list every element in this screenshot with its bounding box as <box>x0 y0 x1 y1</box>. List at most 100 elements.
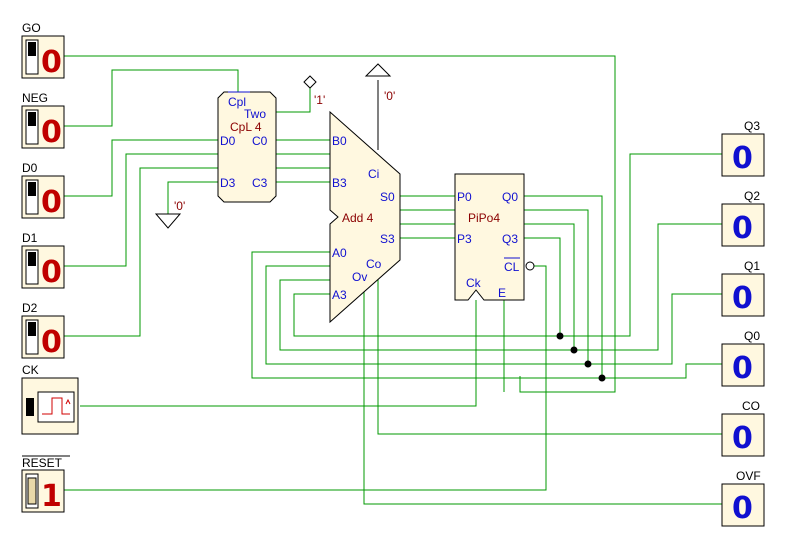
wire-q1 <box>524 209 722 365</box>
switch-neg-label: NEG <box>22 91 48 105</box>
reg-q0-pin: Q0 <box>502 190 518 204</box>
switch-neg-knob[interactable] <box>28 112 36 126</box>
complementer-body[interactable] <box>217 91 277 203</box>
switch-d2-value: 0 <box>41 325 62 360</box>
switch-go[interactable]: GO 0 <box>21 21 65 80</box>
adder-b0-pin: B0 <box>332 134 347 148</box>
adder-b3-pin: B3 <box>332 176 347 190</box>
switch-d1-knob[interactable] <box>28 252 36 266</box>
switch-go-value: 0 <box>41 45 62 80</box>
cpl-d0-pin: D0 <box>220 134 236 148</box>
switch-d1[interactable]: D1 0 <box>21 231 65 290</box>
wire-fb-a3 <box>293 293 560 337</box>
switch-neg-value: 0 <box>41 115 62 150</box>
clock-wave-icon <box>42 397 70 415</box>
wire-ck <box>80 300 477 407</box>
adder-name: Add 4 <box>342 211 374 225</box>
clock-label: CK <box>22 363 39 377</box>
reg-p3-pin: P3 <box>457 232 472 246</box>
cpl-c0-pin: C0 <box>252 134 268 148</box>
display-co-label: CO <box>742 399 760 413</box>
wire-co <box>377 266 722 435</box>
switch-d0-knob[interactable] <box>28 182 36 196</box>
wire-fb-a2 <box>279 279 574 351</box>
constant-one-icon[interactable] <box>303 75 317 89</box>
constant-one[interactable]: '1' <box>303 75 325 107</box>
constant-one-label: '1' <box>314 93 325 107</box>
wire-neg <box>64 69 239 127</box>
wire-d1 <box>64 153 218 267</box>
display-q0: Q0 0 <box>721 329 765 387</box>
switch-reset-knob[interactable] <box>27 477 37 505</box>
display-q2: Q2 0 <box>721 189 765 247</box>
adder-block[interactable]: B0 B3 Ci S0 Add 4 S3 A0 Co Ov A3 <box>329 110 401 324</box>
switch-d0-value: 0 <box>41 185 62 220</box>
adder-body[interactable] <box>329 110 401 324</box>
wire-d2 <box>64 167 218 337</box>
adder-ci-pin: Ci <box>368 167 379 181</box>
adder-a3-pin: A3 <box>332 288 347 302</box>
display-q0-label: Q0 <box>744 329 760 343</box>
display-q2-value: 0 <box>732 211 753 246</box>
switch-neg[interactable]: NEG 0 <box>21 91 65 150</box>
switch-d0[interactable]: D0 0 <box>21 161 65 220</box>
display-q1-frame <box>721 273 765 317</box>
display-q3-frame <box>721 133 765 177</box>
display-q3-label: Q3 <box>744 119 760 133</box>
wire-ovf <box>363 280 722 505</box>
register-body[interactable] <box>454 173 525 301</box>
display-ovf-value: 0 <box>732 491 753 526</box>
junction-dot <box>584 360 592 368</box>
display-q0-value: 0 <box>732 351 753 386</box>
reg-ck-pin: Ck <box>466 276 482 290</box>
display-q2-label: Q2 <box>744 189 760 203</box>
display-co: CO 0 <box>721 399 765 457</box>
cpl-c3-pin: C3 <box>252 176 268 190</box>
cpl-title: Cpl <box>228 95 246 109</box>
switch-go-knob[interactable] <box>28 42 36 56</box>
ground-icon[interactable] <box>154 213 182 229</box>
ground-up-icon[interactable] <box>364 63 392 77</box>
switch-reset[interactable]: RESET 1 <box>21 455 70 514</box>
adder-s0-pin: S0 <box>380 190 395 204</box>
display-ovf-frame <box>721 483 765 527</box>
wire-two <box>276 88 311 113</box>
reg-p0-pin: P0 <box>457 190 472 204</box>
junction-dots <box>556 332 606 382</box>
switch-d2-knob[interactable] <box>28 322 36 336</box>
wire-q2 <box>524 223 722 351</box>
display-q0-frame <box>721 343 765 387</box>
display-ovf-label: OVF <box>736 469 761 483</box>
junction-dot <box>570 346 578 354</box>
wire-d0 <box>64 139 218 197</box>
switch-reset-value: 1 <box>41 479 62 514</box>
switch-d2[interactable]: D2 0 <box>21 301 65 360</box>
display-q1-label: Q1 <box>744 259 760 273</box>
reg-q3-pin: Q3 <box>502 232 518 246</box>
clock-generator[interactable]: CK <box>21 363 79 435</box>
adder-s3-pin: S3 <box>380 232 395 246</box>
constant-zero-cpl[interactable]: '0' <box>154 199 185 229</box>
switch-reset-label: RESET <box>22 456 63 470</box>
wire-go <box>64 55 616 393</box>
complementer-block[interactable]: Cpl Two CpL 4 D0 C0 D3 C3 <box>217 91 277 203</box>
clock-arrow-icon <box>65 398 71 405</box>
adder-ov-pin: Ov <box>352 270 367 284</box>
switch-d2-label: D2 <box>22 301 38 315</box>
constant-zero-add-label: '0' <box>384 89 395 103</box>
wire-fb-a0 <box>251 251 602 379</box>
constant-zero-add[interactable]: '0' <box>364 63 395 103</box>
wire-q0 <box>524 195 722 379</box>
constant-zero-cpl-label: '0' <box>174 199 185 213</box>
cpl-d3-pin: D3 <box>220 176 236 190</box>
clock-button[interactable] <box>26 398 34 416</box>
junction-dot <box>598 374 606 382</box>
display-co-value: 0 <box>732 421 753 456</box>
reg-name: PiPo4 <box>468 211 500 225</box>
register-block[interactable]: P0 Q0 PiPo4 P3 Q3 CL Ck E <box>454 173 535 301</box>
cpl-name: CpL 4 <box>230 120 262 134</box>
display-q1-value: 0 <box>732 281 753 316</box>
wire-fb-a1 <box>265 265 588 365</box>
junction-dot <box>556 332 564 340</box>
